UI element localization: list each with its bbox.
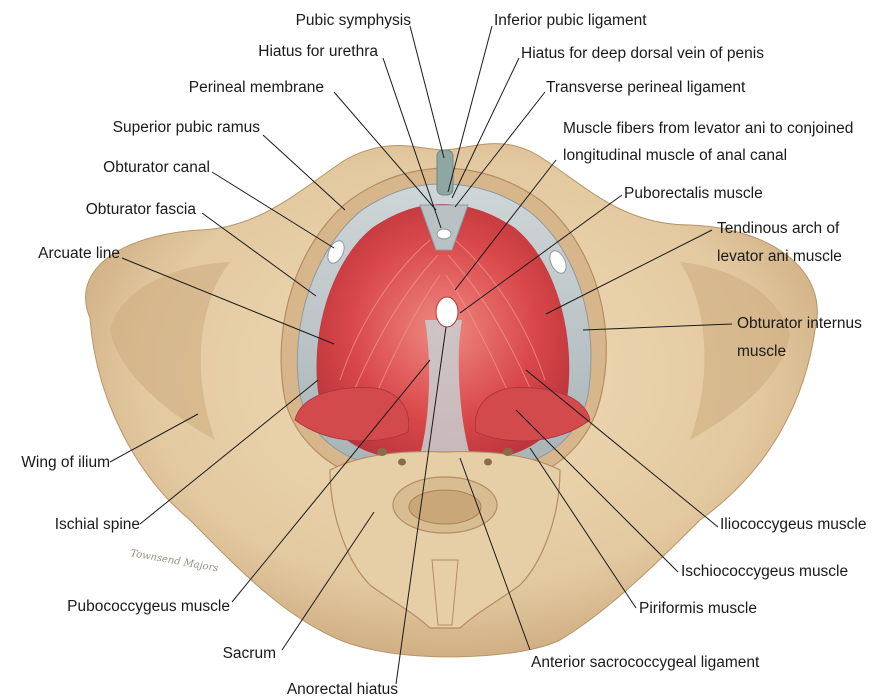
label-superior-pubic-ramus: Superior pubic ramus [113, 119, 261, 136]
sacral-canal [409, 490, 481, 524]
label-obturator-internus-1: Obturator internus [737, 315, 862, 332]
pubic-symphysis-shape [437, 150, 453, 195]
label-puborectalis: Puborectalis muscle [624, 185, 763, 202]
label-ischial-spine: Ischial spine [55, 516, 140, 533]
label-wing-of-ilium: Wing of ilium [21, 454, 110, 471]
label-obturator-canal: Obturator canal [103, 159, 210, 176]
label-hiatus-urethra: Hiatus for urethra [258, 43, 378, 60]
label-anorectal-hiatus: Anorectal hiatus [287, 681, 398, 696]
label-perineal-membrane: Perineal membrane [189, 79, 324, 96]
label-muscle-fibers-1: Muscle fibers from levator ani to conjoi… [563, 120, 853, 137]
label-anterior-sacrococcygeal: Anterior sacrococcygeal ligament [531, 654, 760, 671]
label-sacrum: Sacrum [223, 645, 276, 662]
label-inferior-pubic-ligament: Inferior pubic ligament [494, 12, 647, 29]
label-hiatus-dorsal-vein: Hiatus for deep dorsal vein of penis [521, 45, 764, 62]
urethral-hiatus-shape [437, 229, 451, 239]
label-pubococcygeus: Pubococcygeus muscle [67, 598, 230, 615]
label-obturator-internus-2: muscle [737, 343, 786, 360]
label-transverse-perineal: Transverse perineal ligament [546, 79, 746, 96]
label-piriformis: Piriformis muscle [639, 600, 757, 617]
label-muscle-fibers-2: longitudinal muscle of anal canal [563, 147, 787, 164]
illustrator-signature: Townsend Majors [129, 548, 219, 574]
label-tendinous-arch-1: Tendinous arch of [717, 220, 840, 237]
label-arcuate-line: Arcuate line [38, 245, 120, 262]
label-iliococcygeus: Iliococcygeus muscle [720, 516, 866, 533]
label-ischiococcygeus: Ischiococcygeus muscle [681, 563, 848, 580]
label-tendinous-arch-2: levator ani muscle [717, 248, 842, 265]
label-obturator-fascia: Obturator fascia [86, 201, 197, 218]
label-pubic-symphysis: Pubic symphysis [296, 12, 412, 29]
leader-pubic-symphysis [410, 26, 444, 158]
anorectal-hiatus-shape [436, 297, 458, 327]
